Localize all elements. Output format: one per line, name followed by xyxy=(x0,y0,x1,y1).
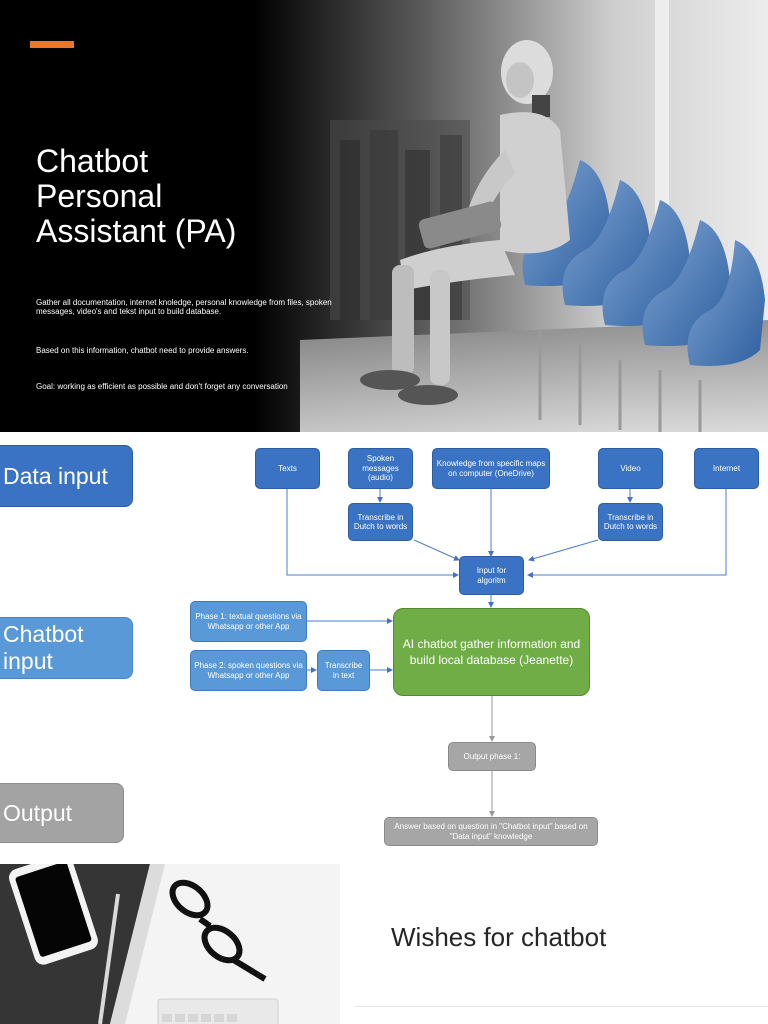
node-phase2-questions: Phase 2: spoken questions via Whatsapp o… xyxy=(190,650,307,691)
flow-diagram-slide: Data input Chatbot input Output Texts Sp… xyxy=(0,432,768,864)
node-transcribe-video: Transcribe in Dutch to words xyxy=(598,503,663,541)
node-knowledge-maps: Knowledge from specific maps on computer… xyxy=(432,448,550,489)
data-input-label: Data input xyxy=(0,445,133,507)
node-answer: Answer based on question in "Chatbot inp… xyxy=(384,817,598,846)
robot-on-chairs-photo xyxy=(0,0,768,432)
node-spoken-messages: Spoken messages (audio) xyxy=(348,448,413,489)
title-slide: Chatbot Personal Assistant (PA) Gather a… xyxy=(0,0,768,432)
node-phase1-questions: Phase 1: textual questions via Whatsapp … xyxy=(190,601,307,642)
node-input-algorithm: Input for algoritm xyxy=(459,556,524,595)
accent-bar xyxy=(30,41,74,48)
chatbot-input-label: Chatbot input xyxy=(0,617,133,679)
goal-paragraph: Goal: working as efficient as possible a… xyxy=(36,382,288,391)
node-transcribe-audio: Transcribe in Dutch to words xyxy=(348,503,413,541)
node-video: Video xyxy=(598,448,663,489)
node-output-phase1: Output phase 1: xyxy=(448,742,536,771)
node-internet: Internet xyxy=(694,448,759,489)
title-line-1: Chatbot xyxy=(36,143,149,179)
page-title: Chatbot Personal Assistant (PA) xyxy=(36,144,276,249)
answers-paragraph: Based on this information, chatbot need … xyxy=(36,346,249,355)
node-transcribe-text: Transcribe in text xyxy=(317,650,370,691)
intro-paragraph: Gather all documentation, internet knole… xyxy=(36,298,332,316)
flow-connectors xyxy=(286,488,727,817)
desk-with-phone-and-glasses-photo xyxy=(0,864,340,1024)
node-ai-chatbot: AI chatbot gather information and build … xyxy=(393,608,590,696)
output-label: Output xyxy=(0,783,124,843)
node-texts: Texts xyxy=(255,448,320,489)
title-line-2: Personal xyxy=(36,178,163,214)
wishes-slide: Wishes for chatbot xyxy=(0,864,768,1024)
wishes-title: Wishes for chatbot xyxy=(391,922,607,952)
divider xyxy=(355,1006,768,1007)
title-line-3: Assistant (PA) xyxy=(36,213,237,249)
